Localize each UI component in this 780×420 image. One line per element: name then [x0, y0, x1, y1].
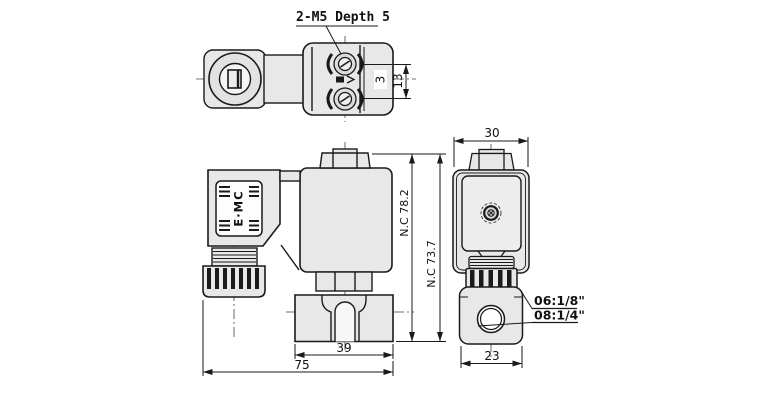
top-dim-orifice-text: 3: [374, 76, 388, 84]
front-dim-height-open-text: N.C 78.2: [398, 189, 411, 236]
top-thread-callout: 2-M5 Depth 5: [296, 10, 390, 55]
front-gland-thread: [211, 247, 258, 267]
side-port-callouts: 06:1/8" 08:1/4": [477, 290, 585, 327]
front-coil-body: [299, 167, 393, 273]
front-top-nut: [319, 148, 371, 169]
top-gland-keyway: [227, 69, 242, 89]
top-valve-body: [302, 42, 394, 116]
front-valve-arch: [334, 301, 356, 342]
top-dim-hex-text: 13: [391, 73, 405, 88]
top-screw-lower: [326, 87, 364, 111]
side-gland-thread: [468, 255, 515, 270]
top-orifice-mark: [336, 75, 356, 84]
top-view: 3 13 2-M5 Depth 5: [196, 10, 416, 122]
front-gland-nut: [202, 265, 266, 298]
front-dim-body-width-text: 39: [336, 341, 351, 355]
front-valve-body: [294, 294, 394, 343]
front-brand-plate: E·MC: [215, 180, 263, 237]
top-dim-orifice: 3: [374, 70, 388, 89]
side-gland-nut: [465, 267, 518, 290]
front-connector-brace: [280, 244, 300, 271]
front-brand-text: E·MC: [232, 190, 246, 226]
side-dim-body-depth-text: 23: [484, 349, 499, 363]
top-dim-hex: 13: [391, 64, 409, 99]
front-dim-body-width: 39: [294, 341, 394, 359]
side-dim-coil-width-text: 30: [484, 126, 499, 140]
side-dim-coil-width: 30: [453, 126, 529, 167]
front-dim-heights: N.C 78.2 N.C 73.7: [372, 153, 446, 342]
side-port: [476, 304, 506, 334]
front-dim-overall-width: 75: [202, 300, 394, 376]
front-connector-latch: [279, 170, 301, 182]
front-view: E·MC: [202, 142, 446, 376]
side-top-nut: [468, 148, 515, 171]
side-center-screw: [480, 202, 502, 224]
side-port-callout-top-text: 06:1/8": [534, 293, 585, 308]
side-view: 30: [452, 126, 585, 368]
top-screw-upper: [326, 52, 364, 76]
front-mount-block: [315, 271, 373, 292]
top-thread-callout-text: 2-M5 Depth 5: [296, 10, 390, 25]
side-dim-body-depth: 23: [460, 346, 523, 368]
side-collar: [476, 250, 507, 258]
front-dim-height-closed-text: N.C 73.7: [425, 240, 438, 287]
front-dim-overall-width-text: 75: [294, 358, 309, 372]
side-port-callout-bottom-text: 08:1/4": [534, 308, 585, 323]
